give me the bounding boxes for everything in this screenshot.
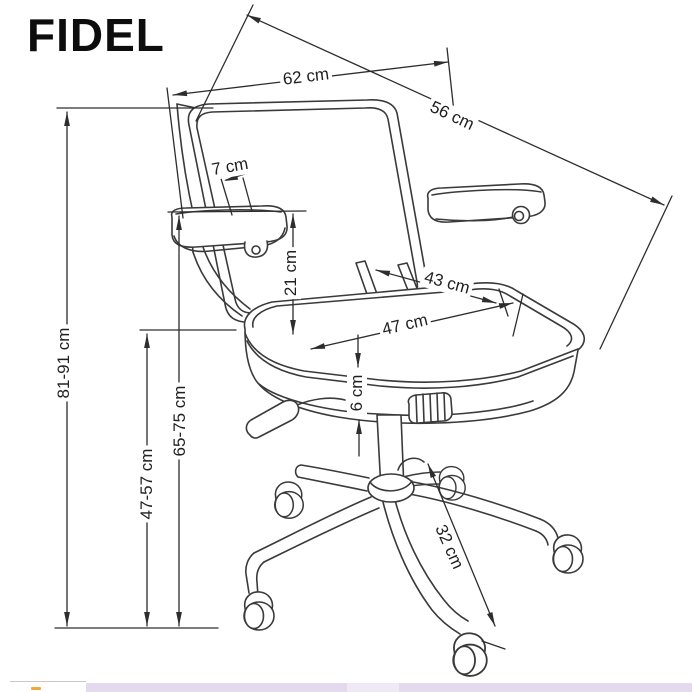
chair-illustration	[170, 99, 586, 677]
chair-base	[243, 457, 584, 677]
right-armrest	[426, 183, 546, 225]
dim-label-seat-height: 47-57 cm	[137, 445, 157, 523]
dim-label-total-height: 81-91 cm	[54, 324, 74, 402]
product-title: FIDEL	[27, 9, 165, 61]
orange-marker	[31, 687, 41, 690]
page-edge-white-box	[10, 681, 86, 692]
armrest-clamp	[243, 240, 269, 258]
dim-label-armrest-height: 65-75 cm	[170, 382, 190, 460]
gas-lift	[376, 392, 453, 491]
dimension-arrowheads	[64, 15, 664, 626]
base-hub	[367, 473, 415, 503]
dim-32	[427, 463, 496, 627]
dim-label-seat-thickness: 6 cm	[347, 371, 367, 415]
dim-label-armrest-to-seat: 21 cm	[281, 246, 301, 300]
ref-line-armrest	[167, 210, 307, 213]
seat	[243, 282, 586, 425]
tilt-lever	[245, 397, 346, 439]
page-edge-strip-light-segment	[347, 683, 399, 692]
